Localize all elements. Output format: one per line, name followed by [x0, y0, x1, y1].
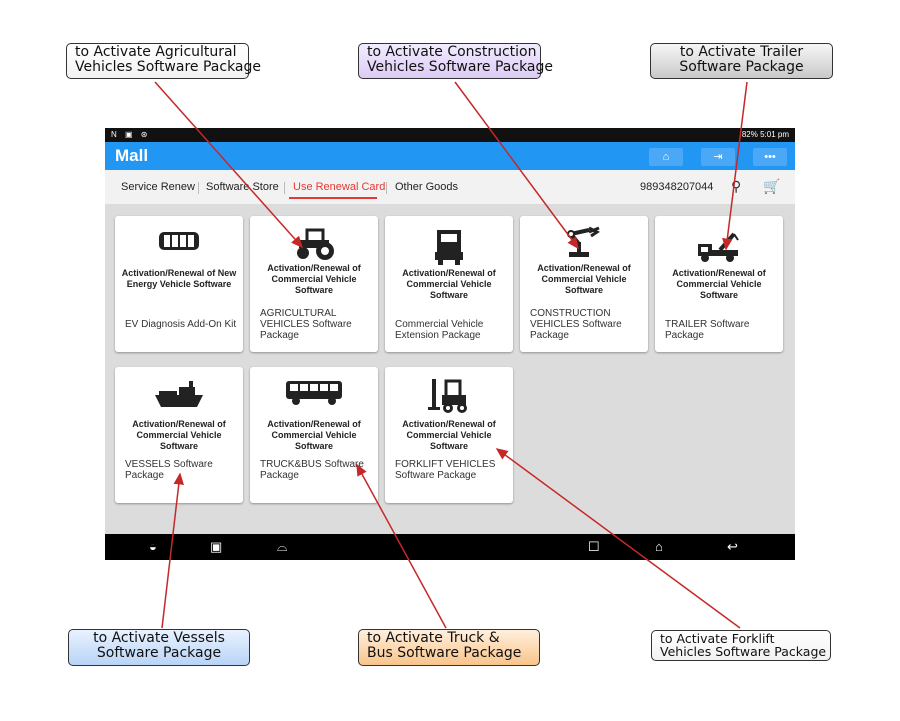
arrow-forklift	[495, 448, 741, 629]
home-icon: ⌂	[662, 151, 670, 163]
tab-use-renewal-card[interactable]: Use Renewal Card	[293, 181, 386, 193]
card-desc: FORKLIFT VEHICLES Software Package	[395, 459, 496, 481]
semi-truck-icon	[385, 226, 513, 266]
forklift-icon	[385, 377, 513, 417]
card-title: Activation/Renewal of Commercial Vehicle…	[537, 263, 631, 295]
arrow-construction	[454, 81, 579, 250]
browser-icon[interactable]: ◒	[149, 539, 157, 554]
status-bar: N ▣ ⊛ 82% 5:01 pm	[105, 128, 795, 142]
callout-vessels: to Activate Vessels Software Package	[68, 629, 250, 666]
home-button[interactable]: ⌂	[649, 148, 683, 166]
back-icon[interactable]: ↩	[727, 539, 738, 554]
home-nav-icon[interactable]: ⌂	[655, 539, 663, 554]
card-title: Activation/Renewal of Commercial Vehicle…	[132, 419, 226, 451]
arrow-truck-bus	[356, 463, 447, 629]
user-icon[interactable]: ⚲	[731, 178, 742, 194]
card-title: Activation/Renewal of Commercial Vehicle…	[402, 419, 496, 451]
card-commercial[interactable]: Activation/Renewal of Commercial Vehicle…	[385, 216, 513, 352]
card-title: Activation/Renewal of New Energy Vehicle…	[121, 268, 237, 289]
callout-agricultural: to Activate Agricultural Vehicles Softwa…	[66, 43, 261, 79]
card-desc: TRUCK&BUS Software Package	[260, 459, 364, 481]
exit-icon: ⇥	[713, 151, 723, 163]
user-id: 989348207044	[640, 181, 714, 193]
tractor-icon	[250, 226, 378, 266]
chat-button[interactable]: •••	[753, 148, 787, 166]
card-construction[interactable]: Activation/Renewal of Commercial Vehicle…	[520, 216, 648, 352]
arrow-agricultural	[154, 81, 303, 249]
tab-bar: Service Renew Software Store Use Renewal…	[105, 170, 795, 204]
gallery-icon[interactable]: ▣	[210, 539, 223, 554]
ship-icon	[115, 377, 243, 417]
callout-construction: to Activate Construction Vehicles Softwa…	[358, 43, 553, 79]
status-icons: N ▣ ⊛	[111, 130, 151, 139]
card-desc: CONSTRUCTION VEHICLES Software Package	[530, 308, 622, 341]
bus-icon	[250, 377, 378, 417]
tab-separator	[386, 182, 387, 194]
cart-icon[interactable]: 🛒	[763, 178, 781, 194]
product-grid: Activation/Renewal of New Energy Vehicle…	[105, 204, 795, 534]
card-desc: AGRICULTURAL VEHICLES Software Package	[260, 308, 352, 341]
tab-separator	[284, 182, 285, 194]
arrow-trailer	[722, 81, 748, 251]
ev-battery-icon	[115, 226, 243, 266]
card-title: Activation/Renewal of Commercial Vehicle…	[672, 268, 766, 300]
android-nav-bar: ◒ ▣ ⌓ ☐ ⌂ ↩	[105, 534, 795, 560]
active-tab-indicator	[289, 197, 377, 199]
card-title: Activation/Renewal of Commercial Vehicle…	[267, 263, 361, 295]
tab-other-goods[interactable]: Other Goods	[395, 181, 458, 193]
page-title: Mall	[115, 146, 149, 165]
card-agricultural[interactable]: Activation/Renewal of Commercial Vehicle…	[250, 216, 378, 352]
card-desc: VESSELS Software Package	[125, 459, 213, 481]
device-screen: N ▣ ⊛ 82% 5:01 pm Mall ⌂ ⇥ ••• Service R…	[105, 128, 795, 560]
callout-forklift: to Activate Forklift Vehicles Software P…	[651, 630, 831, 661]
callout-trailer: to Activate Trailer Software Package	[650, 43, 833, 79]
card-title: Activation/Renewal of Commercial Vehicle…	[402, 268, 496, 300]
tab-service-renew[interactable]: Service Renew	[121, 181, 195, 193]
card-forklift[interactable]: Activation/Renewal of Commercial Vehicle…	[385, 367, 513, 503]
card-title: Activation/Renewal of Commercial Vehicle…	[267, 419, 361, 451]
battery-clock: 82% 5:01 pm	[741, 130, 789, 139]
card-desc: EV Diagnosis Add-On Kit	[125, 319, 237, 330]
recents-icon[interactable]: ☐	[588, 539, 600, 554]
vci-icon[interactable]: ⌓	[277, 539, 288, 554]
card-ev[interactable]: Activation/Renewal of New Energy Vehicle…	[115, 216, 243, 352]
card-truck-bus[interactable]: Activation/Renewal of Commercial Vehicle…	[250, 367, 378, 503]
exit-button[interactable]: ⇥	[701, 148, 735, 166]
card-desc: TRAILER Software Package	[665, 319, 750, 341]
tab-separator	[198, 182, 199, 194]
chat-icon: •••	[764, 151, 776, 163]
card-desc: Commercial Vehicle Extension Package	[395, 319, 484, 341]
arrow-vessels	[161, 472, 184, 629]
tab-software-store[interactable]: Software Store	[206, 181, 279, 193]
callout-truck-bus: to Activate Truck & Bus Software Package	[358, 629, 540, 666]
